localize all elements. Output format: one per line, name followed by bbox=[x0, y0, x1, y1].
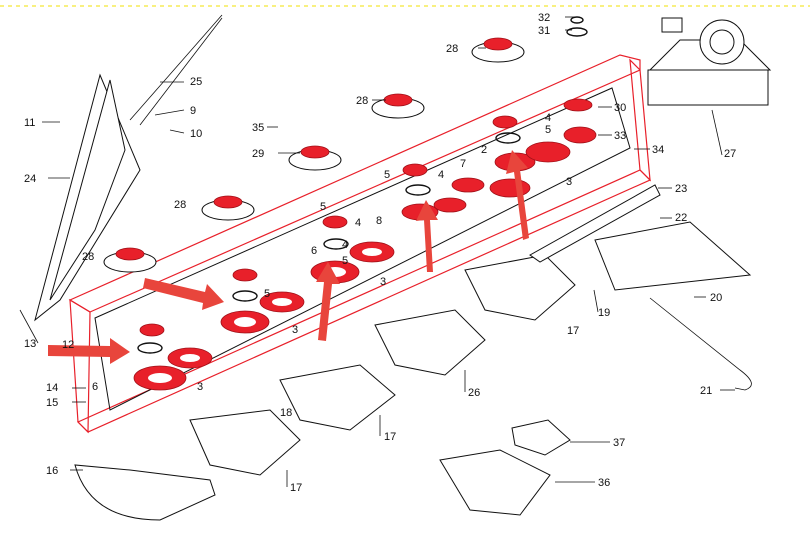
red-arrow-icon bbox=[506, 150, 529, 240]
part-label: 28 bbox=[356, 95, 368, 107]
part-label: 31 bbox=[538, 25, 550, 37]
part-label: 30 bbox=[614, 102, 626, 114]
part-label: 17 bbox=[567, 325, 579, 337]
part-label: 13 bbox=[24, 338, 36, 350]
part-label: 4 bbox=[342, 239, 348, 251]
red-arrow-icon bbox=[48, 338, 130, 364]
cutting-discs bbox=[74, 184, 752, 521]
part-label: 20 bbox=[710, 292, 722, 304]
part-label: 5 bbox=[384, 169, 390, 181]
part-label: 3 bbox=[566, 176, 572, 188]
part-label: 5 bbox=[264, 288, 270, 300]
gears bbox=[133, 98, 597, 391]
part-label: 26 bbox=[468, 387, 480, 399]
part-label: 28 bbox=[446, 43, 458, 55]
part-label: 4 bbox=[545, 112, 551, 124]
part-label: 27 bbox=[724, 148, 736, 160]
part-label: 8 bbox=[376, 215, 382, 227]
left-swath-board bbox=[34, 14, 223, 322]
leader-lines bbox=[19, 16, 735, 487]
part-label: 32 bbox=[538, 12, 550, 24]
part-label: 23 bbox=[675, 183, 687, 195]
part-label: 3 bbox=[292, 324, 298, 336]
part-label: 5 bbox=[342, 255, 348, 267]
part-label: 5 bbox=[320, 201, 326, 213]
part-label: 6 bbox=[92, 381, 98, 393]
part-label: 19 bbox=[598, 307, 610, 319]
part-label: 25 bbox=[190, 76, 202, 88]
part-label: 33 bbox=[614, 130, 626, 142]
part-label: 34 bbox=[652, 144, 664, 156]
part-label: 5 bbox=[545, 124, 551, 136]
part-label: 2 bbox=[481, 144, 487, 156]
part-label: 10 bbox=[190, 128, 202, 140]
part-label: 9 bbox=[190, 105, 196, 117]
part-label: 29 bbox=[252, 148, 264, 160]
red-arrow-icon bbox=[416, 200, 438, 272]
part-label: 28 bbox=[82, 251, 94, 263]
part-label: 4 bbox=[355, 217, 361, 229]
part-label: 14 bbox=[46, 382, 58, 394]
part-label: 21 bbox=[700, 385, 712, 397]
part-label: 6 bbox=[311, 245, 317, 257]
red-arrows bbox=[48, 150, 529, 364]
part-label: 12 bbox=[62, 339, 74, 351]
part-label: 35 bbox=[252, 122, 264, 134]
part-label: 3 bbox=[197, 381, 203, 393]
cutter-bar-housing bbox=[68, 54, 652, 434]
part-label: 18 bbox=[280, 407, 292, 419]
part-label: 17 bbox=[290, 482, 302, 494]
part-label: 17 bbox=[384, 431, 396, 443]
red-arrow-icon bbox=[143, 278, 224, 310]
part-label: 7 bbox=[460, 158, 466, 170]
gearbox-27 bbox=[647, 17, 772, 106]
part-label: 4 bbox=[438, 169, 444, 181]
seal-rings bbox=[137, 16, 588, 354]
part-label: 15 bbox=[46, 397, 58, 409]
part-label: 11 bbox=[24, 117, 35, 129]
part-label: 37 bbox=[613, 437, 625, 449]
part-label: 22 bbox=[675, 212, 687, 224]
red-arrow-icon bbox=[316, 262, 340, 341]
part-label: 36 bbox=[598, 477, 610, 489]
part-label: 16 bbox=[46, 465, 58, 477]
part-labels: 32 31 28 25 9 11 10 35 29 28 4 5 30 33 3… bbox=[24, 12, 736, 494]
mounting-blocks bbox=[103, 37, 525, 273]
part-label: 3 bbox=[380, 276, 386, 288]
part-label: 28 bbox=[174, 199, 186, 211]
part-label: 24 bbox=[24, 173, 36, 185]
